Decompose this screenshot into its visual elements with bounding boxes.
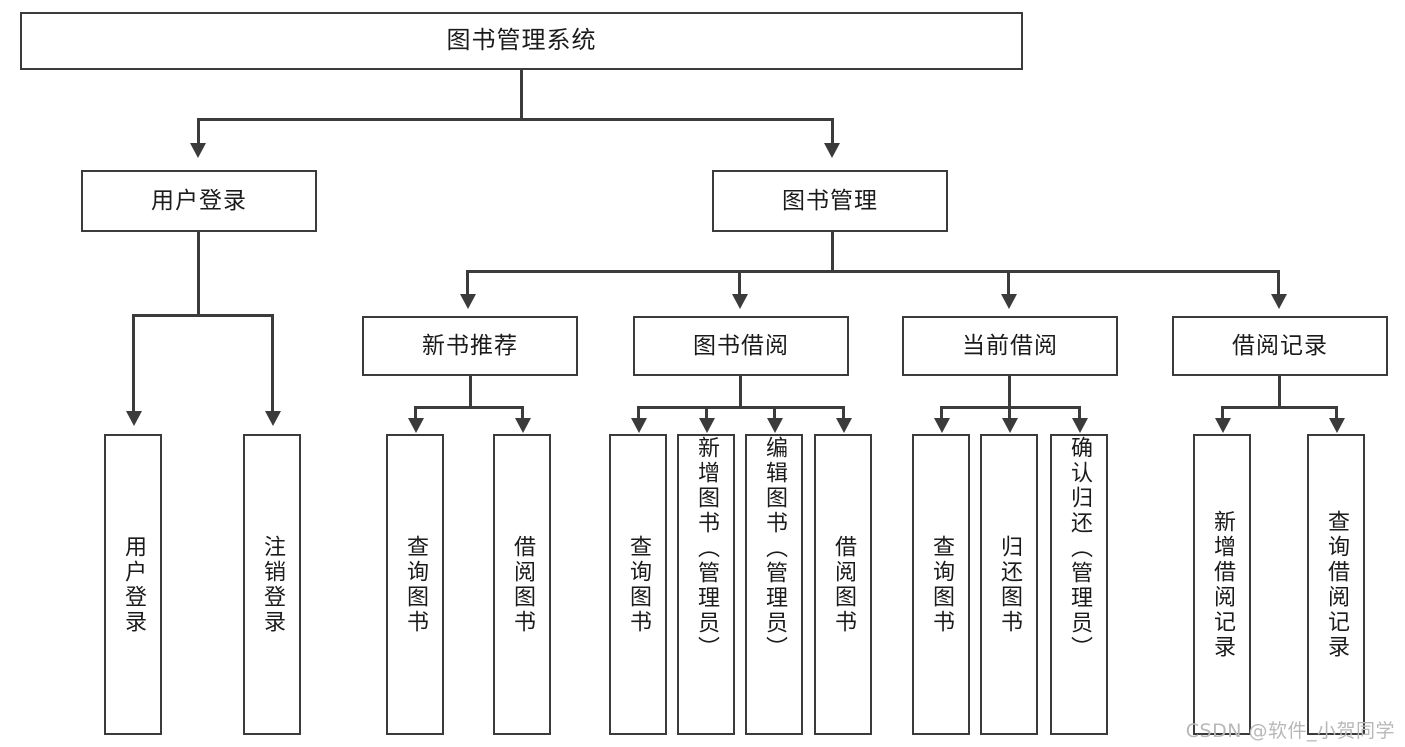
arrowhead-cb-leaf-3 [1072, 418, 1088, 433]
leaf-label: 新增借阅记录 [1210, 509, 1235, 660]
node-book-management-system[interactable]: 图书管理系统 [20, 12, 1023, 70]
connector-br-to-leaf-2 [1335, 406, 1338, 422]
connector-nb-to-leaf-1 [414, 406, 417, 422]
node-book-management[interactable]: 图书管理 [712, 170, 948, 232]
arrowhead-cb-leaf-1 [934, 418, 950, 433]
connector-book-borrow-bar [637, 406, 845, 409]
leaf-label: 编辑图书（管理员） [762, 436, 787, 661]
connector-bm-to-book-borrow [738, 270, 741, 298]
connector-user-login-to-leaf-2 [271, 314, 274, 414]
leaf-query-borrow-record[interactable]: 查询借阅记录 [1307, 434, 1365, 735]
connector-cb-to-leaf-3 [1078, 406, 1081, 422]
node-label: 图书管理系统 [446, 26, 597, 55]
leaf-label: 查询图书 [626, 534, 651, 635]
arrowhead-nb-leaf-2 [515, 418, 531, 433]
arrowhead-bb-leaf-1 [631, 418, 647, 433]
leaf-label: 借阅图书 [831, 534, 856, 635]
connector-book-management-bar [466, 270, 1280, 273]
arrowhead-current-borrow [1001, 294, 1017, 309]
leaf-logout[interactable]: 注销登录 [243, 434, 301, 735]
node-label: 图书管理 [782, 187, 878, 214]
connector-bb-to-leaf-3 [773, 406, 776, 422]
node-book-borrow[interactable]: 图书借阅 [633, 316, 849, 376]
node-borrow-record[interactable]: 借阅记录 [1172, 316, 1388, 376]
arrowhead-leaf-logout [265, 411, 281, 426]
arrowhead-book-management [824, 143, 840, 158]
connector-bb-to-leaf-1 [637, 406, 640, 422]
connector-new-book-bar [414, 406, 524, 409]
leaf-edit-book-admin[interactable]: 编辑图书（管理员） [745, 434, 803, 735]
arrowhead-cb-leaf-2 [1002, 418, 1018, 433]
arrowhead-br-leaf-2 [1329, 418, 1345, 433]
leaf-label: 用户登录 [121, 534, 146, 635]
arrowhead-bb-leaf-3 [767, 418, 783, 433]
connector-borrow-record-bar [1221, 406, 1338, 409]
leaf-label: 新增图书（管理员） [694, 436, 719, 661]
leaf-query-book-current[interactable]: 查询图书 [912, 434, 970, 735]
leaf-borrow-book-recommend[interactable]: 借阅图书 [493, 434, 551, 735]
connector-root-to-book-management [831, 118, 834, 146]
connector-user-login-to-leaf-1 [132, 314, 135, 414]
connector-bb-to-leaf-2 [705, 406, 708, 422]
connector-root-to-user-login [197, 118, 200, 146]
node-label: 新书推荐 [422, 332, 518, 359]
leaf-label: 查询图书 [403, 534, 428, 635]
node-user-login[interactable]: 用户登录 [81, 170, 317, 232]
node-new-book-recommend[interactable]: 新书推荐 [362, 316, 578, 376]
connector-user-login-bar [132, 314, 274, 317]
arrowhead-leaf-user-login [126, 411, 142, 426]
leaf-label: 归还图书 [997, 534, 1022, 635]
connector-book-borrow-stem [739, 376, 742, 408]
connector-new-book-stem [469, 376, 472, 408]
leaf-borrow-book[interactable]: 借阅图书 [814, 434, 872, 735]
leaf-label: 确认归还（管理员） [1067, 436, 1092, 661]
connector-cb-to-leaf-2 [1008, 406, 1011, 422]
arrowhead-new-book-recommend [460, 294, 476, 309]
connector-bm-to-current-borrow [1007, 270, 1010, 298]
node-label: 当前借阅 [962, 332, 1058, 359]
node-label: 用户登录 [151, 187, 247, 214]
arrowhead-book-borrow [732, 294, 748, 309]
leaf-query-book-recommend[interactable]: 查询图书 [386, 434, 444, 735]
connector-nb-to-leaf-2 [521, 406, 524, 422]
node-label: 借阅记录 [1232, 332, 1328, 359]
connector-borrow-record-stem [1278, 376, 1281, 408]
connector-br-to-leaf-1 [1221, 406, 1224, 422]
arrowhead-br-leaf-1 [1215, 418, 1231, 433]
leaf-label: 查询借阅记录 [1324, 509, 1349, 660]
leaf-add-borrow-record[interactable]: 新增借阅记录 [1193, 434, 1251, 735]
arrowhead-bb-leaf-4 [836, 418, 852, 433]
leaf-label: 借阅图书 [510, 534, 535, 635]
node-label: 图书借阅 [693, 332, 789, 359]
connector-bb-to-leaf-4 [842, 406, 845, 422]
leaf-confirm-return-admin[interactable]: 确认归还（管理员） [1050, 434, 1108, 735]
arrowhead-borrow-record [1271, 294, 1287, 309]
leaf-label: 注销登录 [260, 534, 285, 635]
leaf-user-login[interactable]: 用户登录 [104, 434, 162, 735]
arrowhead-bb-leaf-2 [699, 418, 715, 433]
connector-bm-to-borrow-record [1277, 270, 1280, 298]
connector-user-login-stem [197, 232, 200, 316]
leaf-label: 查询图书 [929, 534, 954, 635]
connector-bm-to-new-book [466, 270, 469, 298]
connector-current-borrow-stem [1008, 376, 1011, 408]
connector-book-management-stem [831, 232, 834, 272]
connector-root-bar [197, 118, 834, 121]
arrowhead-user-login [190, 143, 206, 158]
connector-cb-to-leaf-1 [940, 406, 943, 422]
leaf-add-book-admin[interactable]: 新增图书（管理员） [677, 434, 735, 735]
node-current-borrow[interactable]: 当前借阅 [902, 316, 1118, 376]
arrowhead-nb-leaf-1 [408, 418, 424, 433]
leaf-query-book-borrow[interactable]: 查询图书 [609, 434, 667, 735]
leaf-return-book[interactable]: 归还图书 [980, 434, 1038, 735]
connector-root-stem [520, 70, 523, 118]
